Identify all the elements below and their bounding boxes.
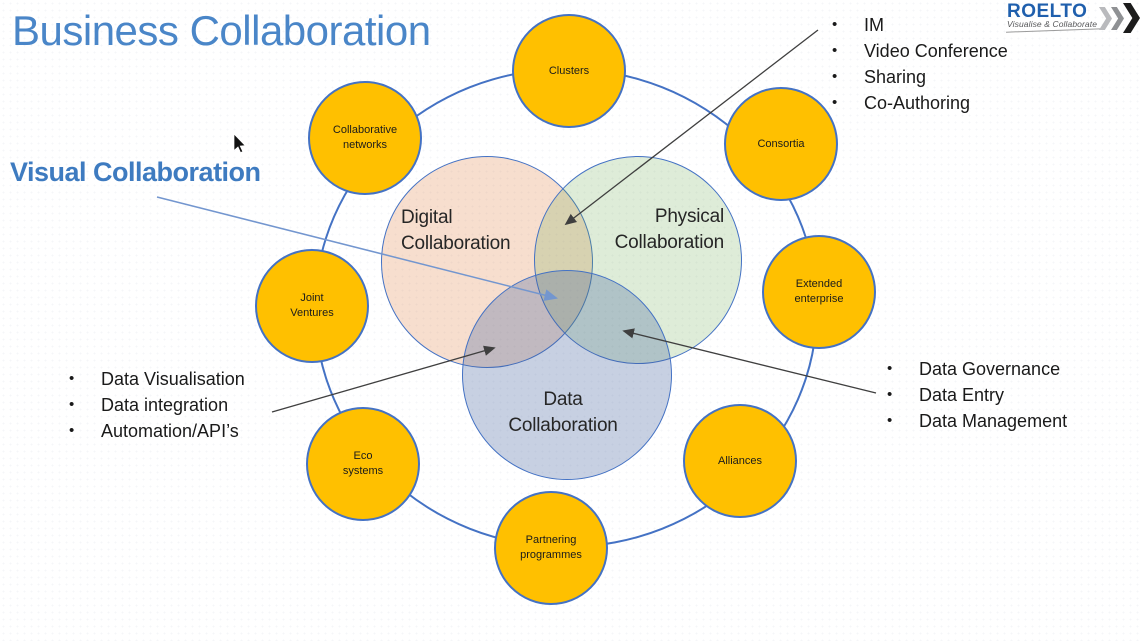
list-item: • Data integration <box>69 392 245 418</box>
list-item: • Data Visualisation <box>69 366 245 392</box>
list-item-label: Data integration <box>101 395 229 415</box>
venn-label-digital: Digital Collaboration <box>401 207 511 254</box>
list-item: • Video Conference <box>832 38 1008 64</box>
ring-node-label: Collaborative networks <box>332 124 398 151</box>
ring-node-alliances: Alliances <box>683 404 797 518</box>
page-title: Business Collaboration <box>12 7 431 54</box>
list-item: • Data Management <box>887 408 1067 434</box>
list-item: • Automation/API’s <box>69 418 245 444</box>
callout-digital-physical: • IM • Video Conference • Sharing • Co-A… <box>832 12 1008 116</box>
ring-node-eco-systems: Eco systems <box>306 407 420 521</box>
callout-digital-data: • Data Visualisation • Data integration … <box>69 366 245 444</box>
chevron-right-icon <box>1099 7 1112 30</box>
ring-node-joint-ventures: Joint Ventures <box>255 249 369 363</box>
bullet-icon: • <box>887 412 893 429</box>
bullet-icon: • <box>887 360 893 377</box>
ring-node-consortia: Consortia <box>724 87 838 201</box>
list-item: • Sharing <box>832 64 1008 90</box>
bullet-icon: • <box>69 422 75 439</box>
list-item-label: IM <box>864 15 884 35</box>
list-item-label: Video Conference <box>864 41 1008 61</box>
bullet-icon: • <box>832 42 838 59</box>
list-item-label: Data Governance <box>919 359 1061 379</box>
ring-node-label: Alliances <box>717 454 763 467</box>
list-item: • Data Governance <box>887 356 1067 382</box>
bullet-icon: • <box>832 68 838 85</box>
ring-node-partnering-programmes: Partnering programmes <box>494 491 608 605</box>
list-item: • IM <box>832 12 1008 38</box>
venn-circle-data <box>462 270 672 480</box>
ring-node-clusters: Clusters <box>512 14 626 128</box>
chevron-right-icon <box>1123 3 1140 33</box>
ring-node-label: Eco systems <box>342 450 384 477</box>
list-item: • Co-Authoring <box>832 90 1008 116</box>
visual-collaboration-label: Visual Collaboration <box>10 157 261 187</box>
ring-node-collaborative-networks: Collaborative networks <box>308 81 422 195</box>
list-item-label: Data Entry <box>919 385 1005 405</box>
ring-node-label: Extended enterprise <box>794 278 844 305</box>
venn-label-physical: Physical Collaboration <box>614 206 725 253</box>
list-item-label: Automation/API’s <box>101 421 239 441</box>
callout-physical-data: • Data Governance • Data Entry • Data Ma… <box>887 356 1067 434</box>
bullet-icon: • <box>832 94 838 111</box>
chevron-right-icon <box>1111 7 1124 30</box>
ring-node-extended-enterprise: Extended enterprise <box>762 235 876 349</box>
ring-node-label: Clusters <box>548 64 590 77</box>
logo-wordmark: ROELTO <box>1007 1 1088 22</box>
logo-tagline: Visualise & Collaborate <box>1007 19 1098 29</box>
list-item-label: Data Management <box>919 411 1068 431</box>
bullet-icon: • <box>832 16 838 33</box>
ring-node-label: Consortia <box>757 137 805 150</box>
bullet-icon: • <box>887 386 893 403</box>
bullet-icon: • <box>69 396 75 413</box>
ring-node-label: Joint Ventures <box>290 292 334 319</box>
bullet-icon: • <box>69 370 75 387</box>
list-item-label: Co-Authoring <box>864 93 971 113</box>
mouse-cursor-icon <box>233 133 246 154</box>
list-item-label: Data Visualisation <box>101 369 245 389</box>
ring-node-label: Partnering programmes <box>520 534 582 561</box>
list-item: • Data Entry <box>887 382 1067 408</box>
venn-label-data: Data Collaboration <box>508 389 618 436</box>
list-item-label: Sharing <box>864 67 927 87</box>
